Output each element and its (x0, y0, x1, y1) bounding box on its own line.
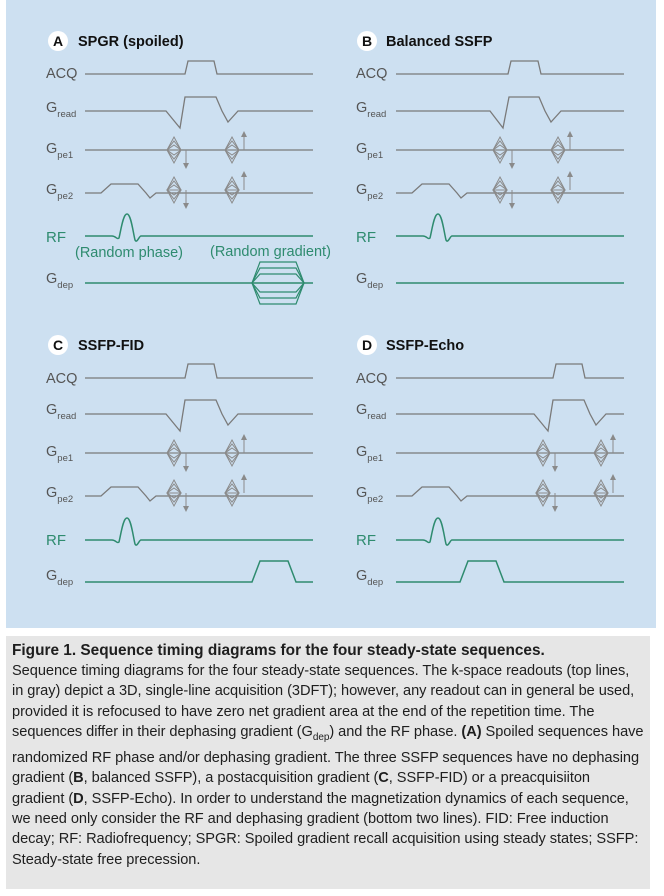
pe1-phase-lobe (166, 136, 182, 164)
g-pe2-trace (396, 183, 624, 199)
pe2-phase-lobe (535, 479, 551, 507)
caption-ref-c: C (378, 770, 389, 787)
g-pe1-label: Gpe1 (356, 141, 383, 161)
g-dep-label: Gdep (46, 568, 73, 588)
g-pe2-trace (396, 486, 624, 502)
caption-subscript: dep (312, 731, 330, 743)
panel-d-letter-badge (357, 335, 377, 355)
acq-label: ACQ (46, 371, 77, 387)
panel-b-letter-badge (357, 31, 377, 51)
panel-d-letter: D (362, 337, 372, 353)
caption-text: , SSFP-FID) or a preacquisiiton gradient… (12, 770, 590, 807)
panel-a-letter: A (53, 33, 63, 49)
g-dep-label: Gdep (46, 271, 73, 291)
caption-text: ) and the RF phase. (329, 723, 462, 740)
random-gradient-annotation: (Random gradient) (210, 244, 331, 260)
g-pe2-trace (85, 183, 313, 199)
acq-trace (85, 363, 313, 379)
g-pe2-label: Gpe2 (356, 182, 383, 202)
g-read-trace (85, 96, 313, 130)
panel-b: B Balanced SSFP ACQ Gread Gpe1 Gpe2 RF G… (356, 31, 624, 291)
rf-trace (85, 213, 313, 242)
panel-a-title: SPGR (spoiled) (78, 34, 184, 50)
pe1-phase-lobe (166, 439, 182, 467)
g-pe1-label: Gpe1 (356, 444, 383, 464)
caption-title: Figure 1. Sequence timing diagrams for t… (12, 642, 545, 659)
caption-ref-d: D (73, 790, 84, 807)
pe2-rewind-lobe (224, 176, 240, 204)
rf-trace (396, 517, 624, 546)
figure-area (6, 0, 656, 628)
g-dep-label: Gdep (356, 271, 383, 291)
g-read-trace (396, 96, 624, 130)
g-read-trace (396, 399, 624, 433)
pe2-rewind-lobe (593, 479, 609, 507)
pe1-rewind-lobe (224, 439, 240, 467)
g-dep-trace (85, 560, 313, 583)
acq-trace (396, 363, 624, 379)
pe2-phase-lobe (166, 479, 182, 507)
g-pe2-label: Gpe2 (46, 485, 73, 505)
acq-trace (396, 60, 624, 75)
panel-a: A SPGR (spoiled) ACQ Gread Gpe1 Gpe2 RF … (46, 31, 331, 305)
rf-trace (85, 517, 313, 546)
g-dep-label: Gdep (356, 568, 383, 588)
g-read-trace (85, 399, 313, 433)
sequence-timing-diagram: A SPGR (spoiled) ACQ Gread Gpe1 Gpe2 RF … (46, 31, 624, 588)
rf-label: RF (356, 532, 376, 549)
panel-c: C SSFP-FID ACQ Gread Gpe1 Gpe2 RF Gdep (46, 335, 313, 588)
g-read-label: Gread (46, 100, 76, 120)
random-gradient-lobes (251, 261, 305, 305)
panel-c-letter-badge (48, 335, 68, 355)
panel-b-title: Balanced SSFP (386, 34, 493, 50)
pe2-rewind-lobe (224, 479, 240, 507)
panel-c-title: SSFP-FID (78, 338, 144, 354)
pe1-rewind-lobe (593, 439, 609, 467)
g-dep-trace (396, 560, 624, 583)
g-pe1-label: Gpe1 (46, 444, 73, 464)
panel-d-title: SSFP-Echo (386, 338, 464, 354)
pe1-phase-lobe (535, 439, 551, 467)
panel-a-letter-badge (48, 31, 68, 51)
caption-body: Sequence timing diagrams for the four st… (12, 661, 644, 870)
rf-trace (396, 213, 624, 242)
rf-label: RF (356, 229, 376, 246)
acq-label: ACQ (356, 371, 387, 387)
acq-trace (85, 60, 313, 75)
acq-label: ACQ (46, 66, 77, 82)
g-read-label: Gread (356, 402, 386, 422)
caption-text: , SSFP-Echo). In order to understand the… (12, 790, 639, 868)
caption-text: , balanced SSFP), a postacquisition grad… (83, 770, 379, 787)
caption-ref-a: (A) (461, 723, 482, 740)
pe2-phase-lobe (492, 176, 508, 204)
acq-label: ACQ (356, 66, 387, 82)
g-pe2-trace (85, 486, 313, 502)
pe1-phase-lobe (492, 136, 508, 164)
random-phase-annotation: (Random phase) (75, 245, 183, 261)
panel-c-letter: C (53, 337, 63, 353)
pe1-rewind-lobe (550, 136, 566, 164)
g-read-label: Gread (46, 402, 76, 422)
g-read-label: Gread (356, 100, 386, 120)
g-pe2-label: Gpe2 (356, 485, 383, 505)
rf-label: RF (46, 532, 66, 549)
caption-ref-b: B (73, 770, 84, 787)
panel-b-letter: B (362, 33, 372, 49)
pe1-rewind-lobe (224, 136, 240, 164)
figure-caption: Figure 1. Sequence timing diagrams for t… (6, 636, 650, 889)
rf-label: RF (46, 229, 66, 246)
caption-text: Spoiled sequences have randomized RF pha… (12, 723, 644, 787)
panel-d: D SSFP-Echo ACQ Gread Gpe1 Gpe2 RF Gdep (356, 335, 624, 588)
pe2-phase-lobe (166, 176, 182, 204)
g-pe2-label: Gpe2 (46, 182, 73, 202)
caption-text: Sequence timing diagrams for the four st… (12, 663, 635, 740)
pe2-rewind-lobe (550, 176, 566, 204)
g-pe1-label: Gpe1 (46, 141, 73, 161)
